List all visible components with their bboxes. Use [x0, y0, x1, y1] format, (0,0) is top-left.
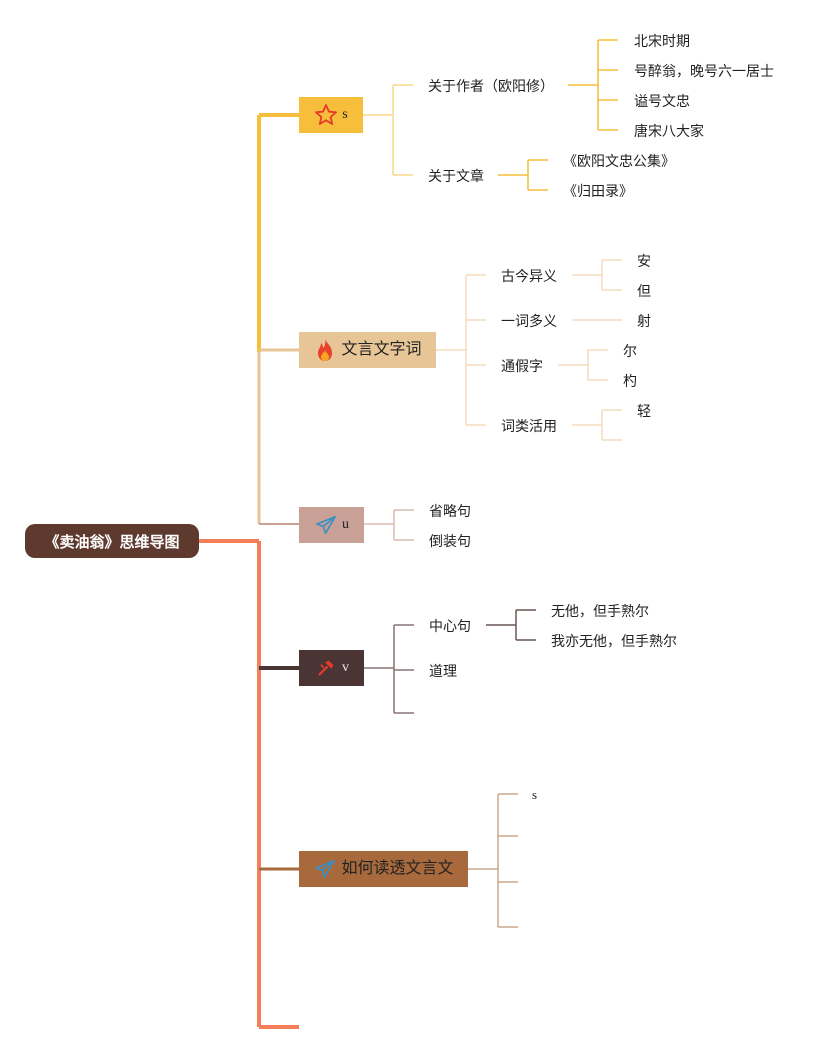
branch-node-3[interactable]: u: [299, 507, 364, 543]
topic-item[interactable]: s: [532, 787, 538, 802]
leaf-item[interactable]: 轻: [637, 403, 651, 419]
leaf-item[interactable]: 安: [637, 253, 651, 269]
leaf-item[interactable]: 尔: [623, 343, 637, 359]
topic-about-article[interactable]: 关于文章: [428, 168, 484, 184]
leaf-item[interactable]: 射: [637, 313, 651, 329]
leaf-item[interactable]: 号醉翁，晚号六一居士: [634, 63, 774, 79]
topic-word-class-shift[interactable]: 词类活用: [501, 418, 557, 434]
topic-moral[interactable]: 道理: [429, 663, 457, 679]
fire-icon: [313, 338, 337, 362]
topic-central-sentence[interactable]: 中心句: [429, 618, 471, 634]
branch-node-2[interactable]: 文言文字词: [299, 332, 436, 368]
leaf-item[interactable]: 无他，但手熟尔: [551, 603, 649, 619]
leaf-item[interactable]: 谥号文忠: [634, 93, 690, 109]
leaf-item[interactable]: 《欧阳文忠公集》: [563, 153, 675, 169]
branch-label: u: [342, 517, 349, 532]
topic-omission-sentence[interactable]: 省略句: [429, 503, 471, 519]
branch-node-4[interactable]: v: [299, 650, 364, 686]
paper-plane-icon: [314, 513, 338, 537]
topic-polysemy[interactable]: 一词多义: [501, 313, 557, 329]
branch-label: 文言文字词: [341, 341, 422, 358]
leaf-item[interactable]: 《归田录》: [563, 183, 633, 199]
root-node[interactable]: 《卖油翁》思维导图: [25, 524, 199, 558]
topic-ancient-modern-meaning[interactable]: 古今异义: [501, 268, 557, 284]
leaf-item[interactable]: 但: [637, 283, 651, 299]
leaf-item[interactable]: 北宋时期: [634, 33, 690, 49]
branch-label: s: [342, 107, 348, 122]
branch-label: 如何读透文言文: [341, 860, 454, 877]
leaf-item[interactable]: 杓: [623, 373, 637, 389]
leaf-item[interactable]: 我亦无他，但手熟尔: [551, 633, 677, 649]
star-icon: [314, 103, 338, 127]
topic-inverted-sentence[interactable]: 倒装句: [429, 533, 471, 549]
hammer-icon: [314, 656, 338, 680]
branch-node-1[interactable]: s: [299, 97, 363, 133]
leaf-item[interactable]: 唐宋八大家: [634, 123, 704, 139]
paper-plane-icon: [313, 857, 337, 881]
topic-interchangeable-char[interactable]: 通假字: [501, 358, 543, 374]
branch-label: v: [342, 660, 349, 675]
branch-node-5[interactable]: 如何读透文言文: [299, 851, 468, 887]
topic-about-author[interactable]: 关于作者（欧阳修）: [428, 78, 554, 94]
root-label: 《卖油翁》思维导图: [44, 533, 180, 551]
